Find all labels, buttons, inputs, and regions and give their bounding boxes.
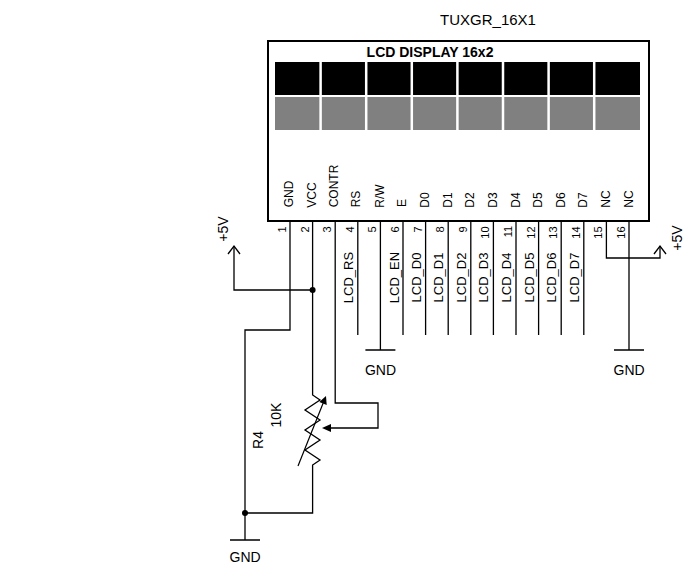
pin-name: VCC [306,182,318,207]
net-label: LCD_D6 [546,252,559,302]
pin-number: 10 [480,226,491,238]
pin-name: D1 [441,192,453,207]
variable-arrow-line [298,401,324,466]
display-cell-gaps [321,62,595,130]
pin-name: D0 [419,192,431,207]
pin-number: 13 [548,226,559,238]
pin-name: NC [600,190,612,207]
part-name: TUXGR_16X1 [440,12,536,27]
pin-number: 1 [277,226,288,232]
pin-name: D3 [487,192,499,207]
pin-number: 2 [299,226,310,232]
ground-label: GND [230,550,261,564]
pin-number: 16 [616,226,627,238]
pin-name: RS [351,190,363,207]
power-label: +5V [669,225,683,250]
pin-number: 11 [503,226,514,237]
power-arrows [228,246,666,254]
pin-name: E [396,199,408,207]
pin-number: 3 [322,226,333,232]
pin-name: R/W [374,184,386,207]
lcd-module: TUXGR_16X1LCD DISPLAY 16x2 [267,40,650,222]
wiper-arrow [322,424,331,432]
display-label: LCD DISPLAY 16x2 [367,45,494,59]
pin-number: 9 [457,226,468,232]
net-label: LCD_D4 [500,252,513,302]
pin-name: D6 [554,192,566,207]
ground-label: GND [365,363,396,377]
junction-dot [242,510,248,516]
net-label: LCD_D5 [523,252,536,302]
pin-name: CONTR [328,164,340,207]
net-label: LCD_D3 [478,252,491,302]
net-label: LCD_D2 [455,252,468,302]
net-label: LCD_D0 [410,252,423,302]
pin-name: NC [622,190,634,207]
pin-number: 14 [570,226,581,238]
junction-dot [310,287,316,293]
pin-name: D5 [532,192,544,207]
pin-number: 7 [412,226,423,232]
pin-number: 6 [390,226,401,232]
wires [234,222,660,540]
pin-name: D2 [464,192,476,207]
reference-designator: R4 [251,431,265,449]
ground-label: GND [614,363,645,377]
power-label: +5V [215,216,229,241]
pin-name: D7 [577,192,589,207]
ground-bars [230,350,644,540]
net-label: LCD_D7 [568,252,581,302]
net-label: LCD_RS [342,252,355,303]
net-label: LCD_D1 [433,252,446,302]
net-label: LCD_EN [388,252,401,303]
component-value: 10K [269,403,283,428]
pin-name: D4 [509,192,521,207]
pin-number: 4 [344,226,355,232]
pin-name: GND [283,180,295,207]
pin-number: 8 [435,226,446,232]
pin-number: 12 [525,226,536,238]
pin-number: 15 [593,226,604,238]
variable-arrow-head [319,396,326,405]
pin-leads [358,222,629,350]
pin-number: 5 [367,226,378,232]
